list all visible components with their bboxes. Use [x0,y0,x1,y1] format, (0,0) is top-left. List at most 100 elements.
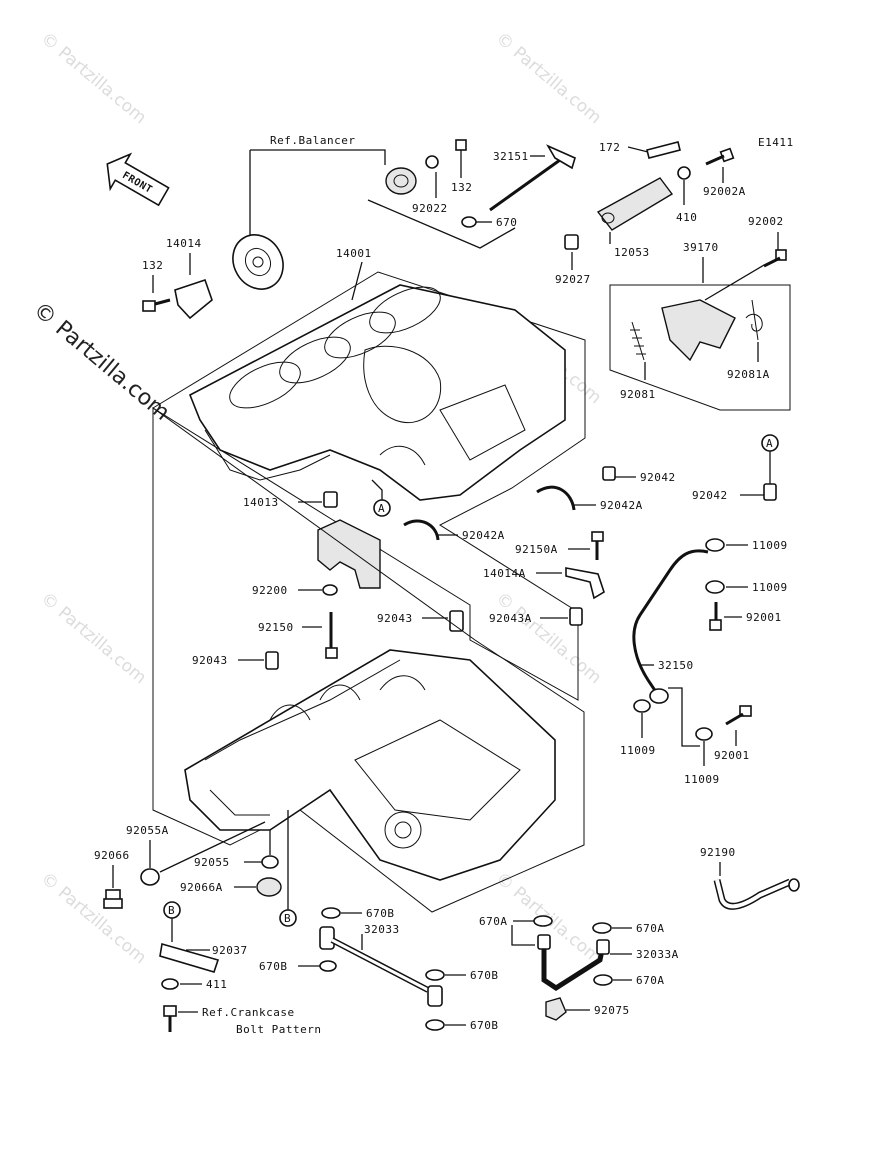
balancer-bearing [232,234,284,290]
bolt-ref-crankcase [163,1005,177,1032]
guide-plate [596,177,674,231]
watermark: © Partzilla.com [37,29,150,129]
o-ring-670a-3 [593,974,613,986]
part-number-92042-right: 92042 [692,489,728,502]
washer-411 [161,978,179,990]
plug-92066a [256,877,282,897]
o-ring-670b-4 [425,1019,445,1031]
part-number-670B-1: 670B [366,907,395,920]
ref-crankcase-label: Ref.Crankcase [202,1006,295,1019]
part-number-92043-left: 92043 [192,654,228,667]
upper-case-outline [152,271,586,701]
plug-92066 [103,889,123,909]
part-number-92037: 92037 [212,944,248,957]
upper-crankcase [188,284,566,501]
part-number-92022: 92022 [412,202,448,215]
pipe-32033a [537,934,610,991]
part-number-92081: 92081 [620,388,656,401]
o-ring-670b-2 [319,960,337,972]
part-number-92001-lower: 92001 [714,749,750,762]
o-ring-92055 [261,855,279,869]
part-number-11009-4: 11009 [684,773,720,786]
part-number-92200: 92200 [252,584,288,597]
pipe-32033 [319,926,443,1007]
dowel-92042a [323,491,338,508]
part-number-132: 132 [451,181,472,194]
watermark: © Partzilla.com [492,29,605,129]
lower-case-outline [152,407,585,913]
chain-tensioner [661,299,736,362]
part-number-11009-3: 11009 [620,744,656,757]
bolt-92001-upper [709,602,722,631]
front-arrow: FRONT [106,152,170,207]
part-number-32150: 32150 [658,659,694,672]
bearing-insert-14013-b [403,519,440,541]
o-ring-670b-3 [425,969,445,981]
callout-b-lower-label: B [284,912,291,925]
stud [646,141,681,159]
bolt-132 [455,139,467,168]
part-number-92002: 92002 [748,215,784,228]
part-number-92042: 92042 [640,471,676,484]
bracket-14014a [565,567,605,600]
part-number-132-left: 132 [142,259,163,272]
bolt-132-left [142,298,171,312]
callout-b-lower [279,909,297,927]
part-number-14014A: 14014A [483,567,526,580]
tensioner-box [609,284,791,411]
spring-92081 [630,321,646,361]
part-number-670B-4: 670B [470,1019,499,1032]
bolt-92002 [763,249,787,268]
callout-a-right-label: A [766,437,773,450]
part-number-172: 172 [599,141,620,154]
part-number-410: 410 [676,211,697,224]
part-number-39170: 39170 [683,241,719,254]
spring-92081a [745,299,763,341]
washer-410 [677,166,691,180]
part-number-92002A: 92002A [703,185,746,198]
part-number-92043: 92043 [377,612,413,625]
bracket-14014 [174,278,213,320]
part-number-92081A: 92081A [727,368,770,381]
part-number-32033A: 32033A [636,948,679,961]
clamp-92075 [545,997,567,1021]
dowel-92043-left [265,651,279,670]
bolt-92150 [325,612,338,659]
part-number-92042A: 14013 [243,496,279,509]
part-number-14001: 14001 [336,247,372,260]
plate-92037 [159,942,220,973]
part-number-92075: 92075 [594,1004,630,1017]
washer-11009-3 [633,699,651,713]
callout-a-left-label: A [378,502,385,515]
part-number-12053: 12053 [614,246,650,259]
dowel-92043 [449,610,464,632]
part-number-92066A: 92066A [180,881,223,894]
part-number-32033: 32033 [364,923,400,936]
washer-11009-4 [695,727,713,741]
part-number-670A-1: 670A [479,915,508,928]
watermark: © Partzilla.com [492,589,605,689]
part-number-670B-2: 670B [259,960,288,973]
part-number-670B-3: 670B [470,969,499,982]
part-number-11009-1: 11009 [752,539,788,552]
dowel-92042-right [763,483,777,501]
watermark: © Partzilla.com [37,589,150,689]
o-ring-670a-1 [533,915,553,927]
diagram-code: E1411 [758,136,794,149]
part-number-670A-3: 670A [636,974,665,987]
part-number-14013-b: 92042A [462,529,505,542]
part-number-92001-upper: 92001 [746,611,782,624]
o-ring-92055a [140,868,160,886]
bolt-92150a [591,531,604,560]
hose-92190 [713,878,792,910]
o-ring-670a-2 [592,922,612,934]
callout-a-left [373,499,391,517]
bearing-cap [317,519,381,589]
part-number-92150: 92150 [258,621,294,634]
lower-crankcase [184,649,556,881]
o-ring [461,216,477,228]
watermark: © Partzilla.com [37,869,150,969]
washer-11009-1 [705,538,725,552]
